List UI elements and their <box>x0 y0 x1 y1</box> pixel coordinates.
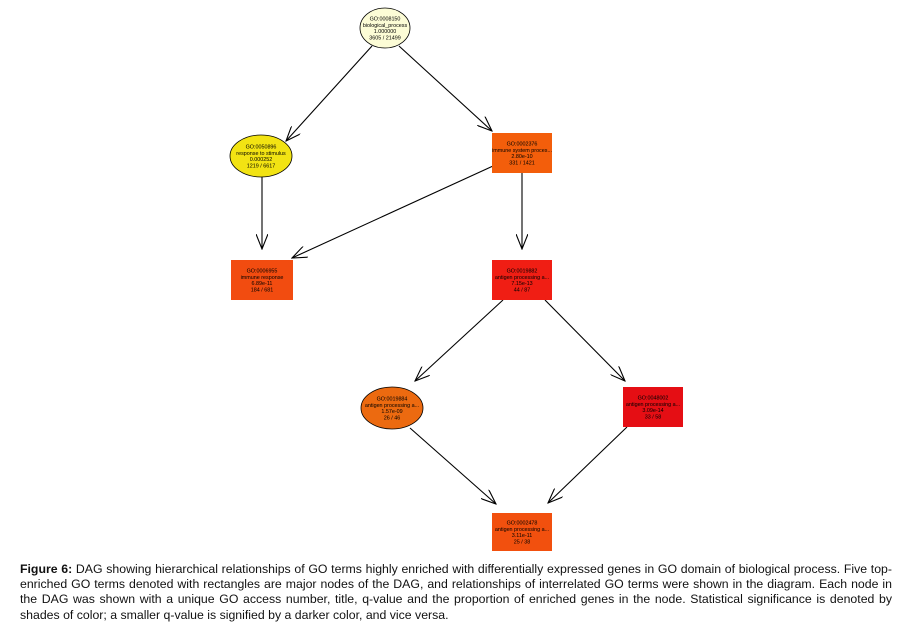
edge-n5-to-n7 <box>544 299 625 381</box>
figure-caption: Figure 6: DAG showing hierarchical relat… <box>20 562 892 623</box>
node-title: biological_process <box>363 23 408 29</box>
go-dag-diagram: GO:0008150biological_process1.0000003605… <box>229 7 683 551</box>
node-ellipse <box>229 134 293 178</box>
node-rectangle <box>623 387 683 427</box>
node-go-id: GO:0050896 <box>246 144 277 150</box>
node-qvalue: 3.11e-11 <box>512 533 532 539</box>
node-title: immune response <box>241 275 284 281</box>
node-gene-ratio: 44 / 87 <box>514 288 531 294</box>
node-qvalue: 1.57e-09 <box>381 409 402 415</box>
node-ellipse <box>360 386 424 430</box>
edge-n7-to-n8 <box>548 426 628 503</box>
node-n1: GO:0008150biological_process1.0000003605… <box>359 7 411 49</box>
node-gene-ratio: 184 / 681 <box>251 288 273 294</box>
node-title: antigen processing a... <box>495 527 549 533</box>
node-gene-ratio: 26 / 46 <box>384 416 401 422</box>
edge-n3-to-n4 <box>292 165 494 258</box>
node-qvalue: 1.000000 <box>374 29 396 35</box>
edges-layer <box>262 45 628 504</box>
node-title: response to stimulus <box>236 151 286 157</box>
node-title: antigen processing a... <box>365 403 419 409</box>
caption-text: DAG showing hierarchical relationships o… <box>20 562 892 622</box>
node-rectangle <box>492 513 552 551</box>
node-qvalue: 7.15e-13 <box>511 281 532 287</box>
node-go-id: GO:0019884 <box>377 396 408 402</box>
node-go-id: GO:0002376 <box>507 141 538 147</box>
edge-n5-to-n6 <box>415 299 504 381</box>
node-rectangle <box>231 260 293 300</box>
node-qvalue: 2.80e-10 <box>511 154 532 160</box>
caption-label: Figure 6: <box>20 562 73 576</box>
node-rectangle <box>492 260 552 300</box>
node-title: antigen processing a... <box>626 402 680 408</box>
node-title: immune system proces... <box>492 148 552 154</box>
node-qvalue: 3.09e-14 <box>642 408 663 414</box>
edge-n1-to-n3 <box>398 45 492 131</box>
node-go-id: GO:0008150 <box>370 16 401 22</box>
node-gene-ratio: 3605 / 21499 <box>369 36 400 42</box>
nodes-layer: GO:0008150biological_process1.0000003605… <box>229 7 683 551</box>
node-go-id: GO:0006955 <box>247 268 278 274</box>
node-gene-ratio: 25 / 38 <box>514 540 531 546</box>
edge-n6-to-n8 <box>409 427 496 504</box>
edge-n1-to-n2 <box>286 45 373 141</box>
node-title: antigen processing a... <box>495 275 549 281</box>
node-go-id: GO:0019882 <box>507 268 538 274</box>
node-gene-ratio: 1219 / 6617 <box>247 164 275 170</box>
node-qvalue: 0.000252 <box>250 157 272 163</box>
node-go-id: GO:0048002 <box>638 395 669 401</box>
node-rectangle <box>492 133 552 173</box>
node-gene-ratio: 33 / 58 <box>645 415 662 421</box>
node-qvalue: 6.89e-11 <box>252 281 273 287</box>
node-gene-ratio: 331 / 1421 <box>509 161 534 167</box>
node-ellipse <box>359 7 411 49</box>
node-go-id: GO:0002478 <box>507 520 538 526</box>
